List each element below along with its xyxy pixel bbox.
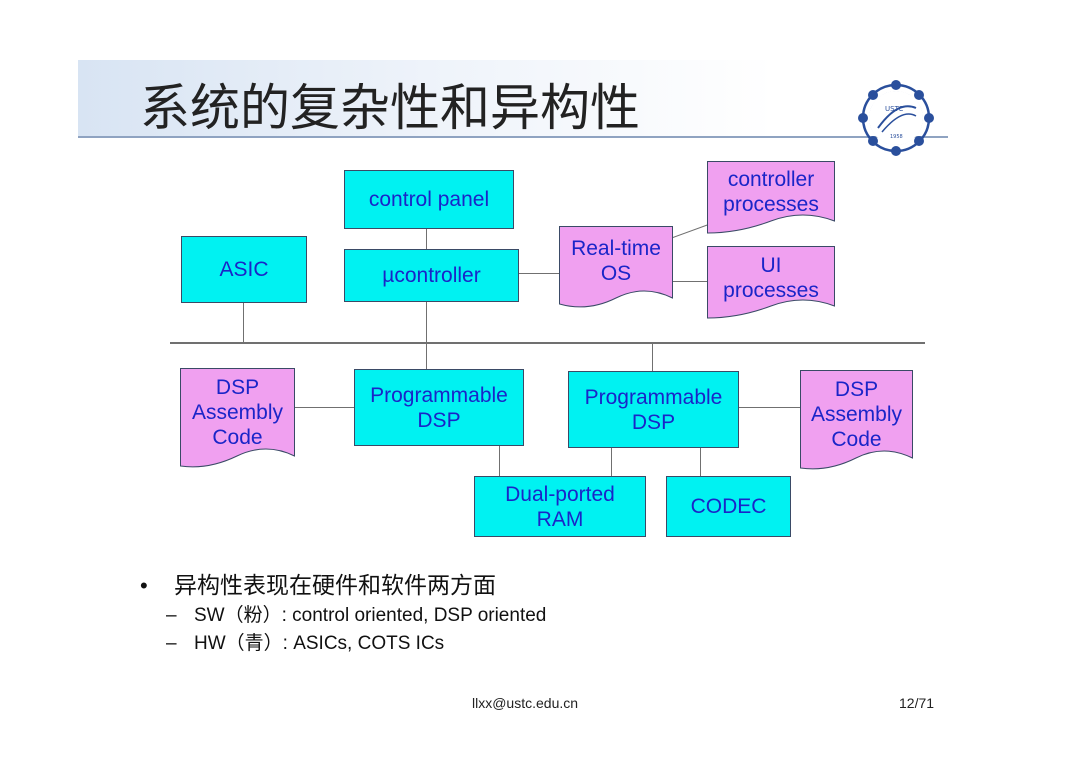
bullet-dot-icon: • <box>140 573 148 598</box>
ucontroller-label: µcontroller <box>382 264 481 287</box>
bullet-sub-1: –SW（粉）: control oriented, DSP oriented <box>166 600 546 627</box>
rtos-line2: OS <box>600 262 632 285</box>
dash-icon: – <box>166 633 177 654</box>
connector-progdsp-code-right <box>739 407 801 408</box>
dual-ported-ram-box: Dual-ported RAM <box>474 476 646 537</box>
programmable-dsp-right-box: Programmable DSP <box>568 371 739 448</box>
connector-asic-bus <box>243 303 244 343</box>
connector-progdsp-ram-right <box>611 448 612 476</box>
rtos-doc: Real-time OS <box>559 230 673 292</box>
controller-processes-line2: processes <box>723 193 819 216</box>
connector-code-progdsp-left <box>294 407 354 408</box>
ui-processes-line1: UI <box>760 254 782 277</box>
dsp-code-left-doc-shape <box>180 368 295 468</box>
ui-processes-doc-shape <box>707 246 835 319</box>
dsp-code-right-line1: DSP <box>834 377 879 401</box>
title-rule <box>78 136 948 138</box>
controller-processes-doc-shape <box>707 161 835 234</box>
title-band <box>78 60 948 138</box>
ustc-logo-icon: USTC 1958 <box>858 80 934 156</box>
ui-processes-doc: UI processes <box>707 249 835 307</box>
dsp-code-left-line2: Assembly <box>191 400 284 424</box>
codec-box: CODEC <box>666 476 791 537</box>
connector-bus-progdsp-right <box>652 343 653 371</box>
bullet-sub-2: –HW（青）: ASICs, COTS ICs <box>166 628 444 655</box>
programmable-dsp-right-line2: DSP <box>631 410 676 434</box>
programmable-dsp-left-box: Programmable DSP <box>354 369 524 446</box>
dual-ported-ram-line1: Dual-ported <box>505 482 615 506</box>
footer-email: llxx@ustc.edu.cn <box>472 695 579 711</box>
control-panel-label: control panel <box>368 188 490 211</box>
ui-processes-line2: processes <box>723 279 819 302</box>
rtos-doc-shape <box>559 226 673 308</box>
control-panel-box: control panel <box>344 170 514 229</box>
programmable-dsp-right-line1: Programmable <box>584 385 723 409</box>
programmable-dsp-left-line2: DSP <box>417 408 461 432</box>
footer-page-number: 12/71 <box>899 695 935 711</box>
connector-bus-progdsp-left <box>426 343 427 369</box>
connector-rtos-uiproc <box>672 281 708 282</box>
dsp-code-left-doc: DSP Assembly Code <box>180 369 295 455</box>
asic-label: ASIC <box>219 258 269 281</box>
dsp-code-right-line2: Assembly <box>810 402 903 426</box>
connector-progdsp-ram <box>499 446 500 476</box>
codec-label: CODEC <box>690 495 767 518</box>
connector-uc-bus <box>426 302 427 343</box>
bullet-main-text: 异构性表现在硬件和软件两方面 <box>174 573 496 599</box>
connector-cp-uc <box>426 229 427 249</box>
ucontroller-box: µcontroller <box>344 249 519 302</box>
dsp-code-right-doc: DSP Assembly Code <box>800 371 913 457</box>
connector-uc-rtos <box>519 273 559 274</box>
dsp-code-right-line3: Code <box>831 427 882 451</box>
dash-icon: – <box>166 605 177 626</box>
controller-processes-line1: controller <box>727 168 815 191</box>
slide-title: 系统的复杂性和异构性 <box>140 79 640 137</box>
programmable-dsp-left-line1: Programmable <box>370 383 508 407</box>
bullet-sub-1-text: SW（粉）: control oriented, DSP oriented <box>194 605 547 626</box>
bullet-sub-2-text: HW（青）: ASICs, COTS ICs <box>194 633 445 654</box>
asic-box: ASIC <box>181 236 307 303</box>
controller-processes-doc: controller processes <box>707 163 835 221</box>
dual-ported-ram-line2: RAM <box>536 507 584 531</box>
logo-text-bottom: 1958 <box>890 134 903 140</box>
dsp-code-left-line3: Code <box>212 425 263 449</box>
dsp-code-left-line1: DSP <box>215 375 260 399</box>
connector-rtos-ctrlproc <box>666 223 711 241</box>
bullet-main: • 异构性表现在硬件和软件两方面 <box>140 566 496 600</box>
connector-progdsp-codec <box>700 448 701 476</box>
dsp-code-right-doc-shape <box>800 370 913 470</box>
rtos-line1: Real-time <box>571 237 661 260</box>
logo-text-top: USTC <box>885 105 903 113</box>
bus-line <box>170 342 925 344</box>
